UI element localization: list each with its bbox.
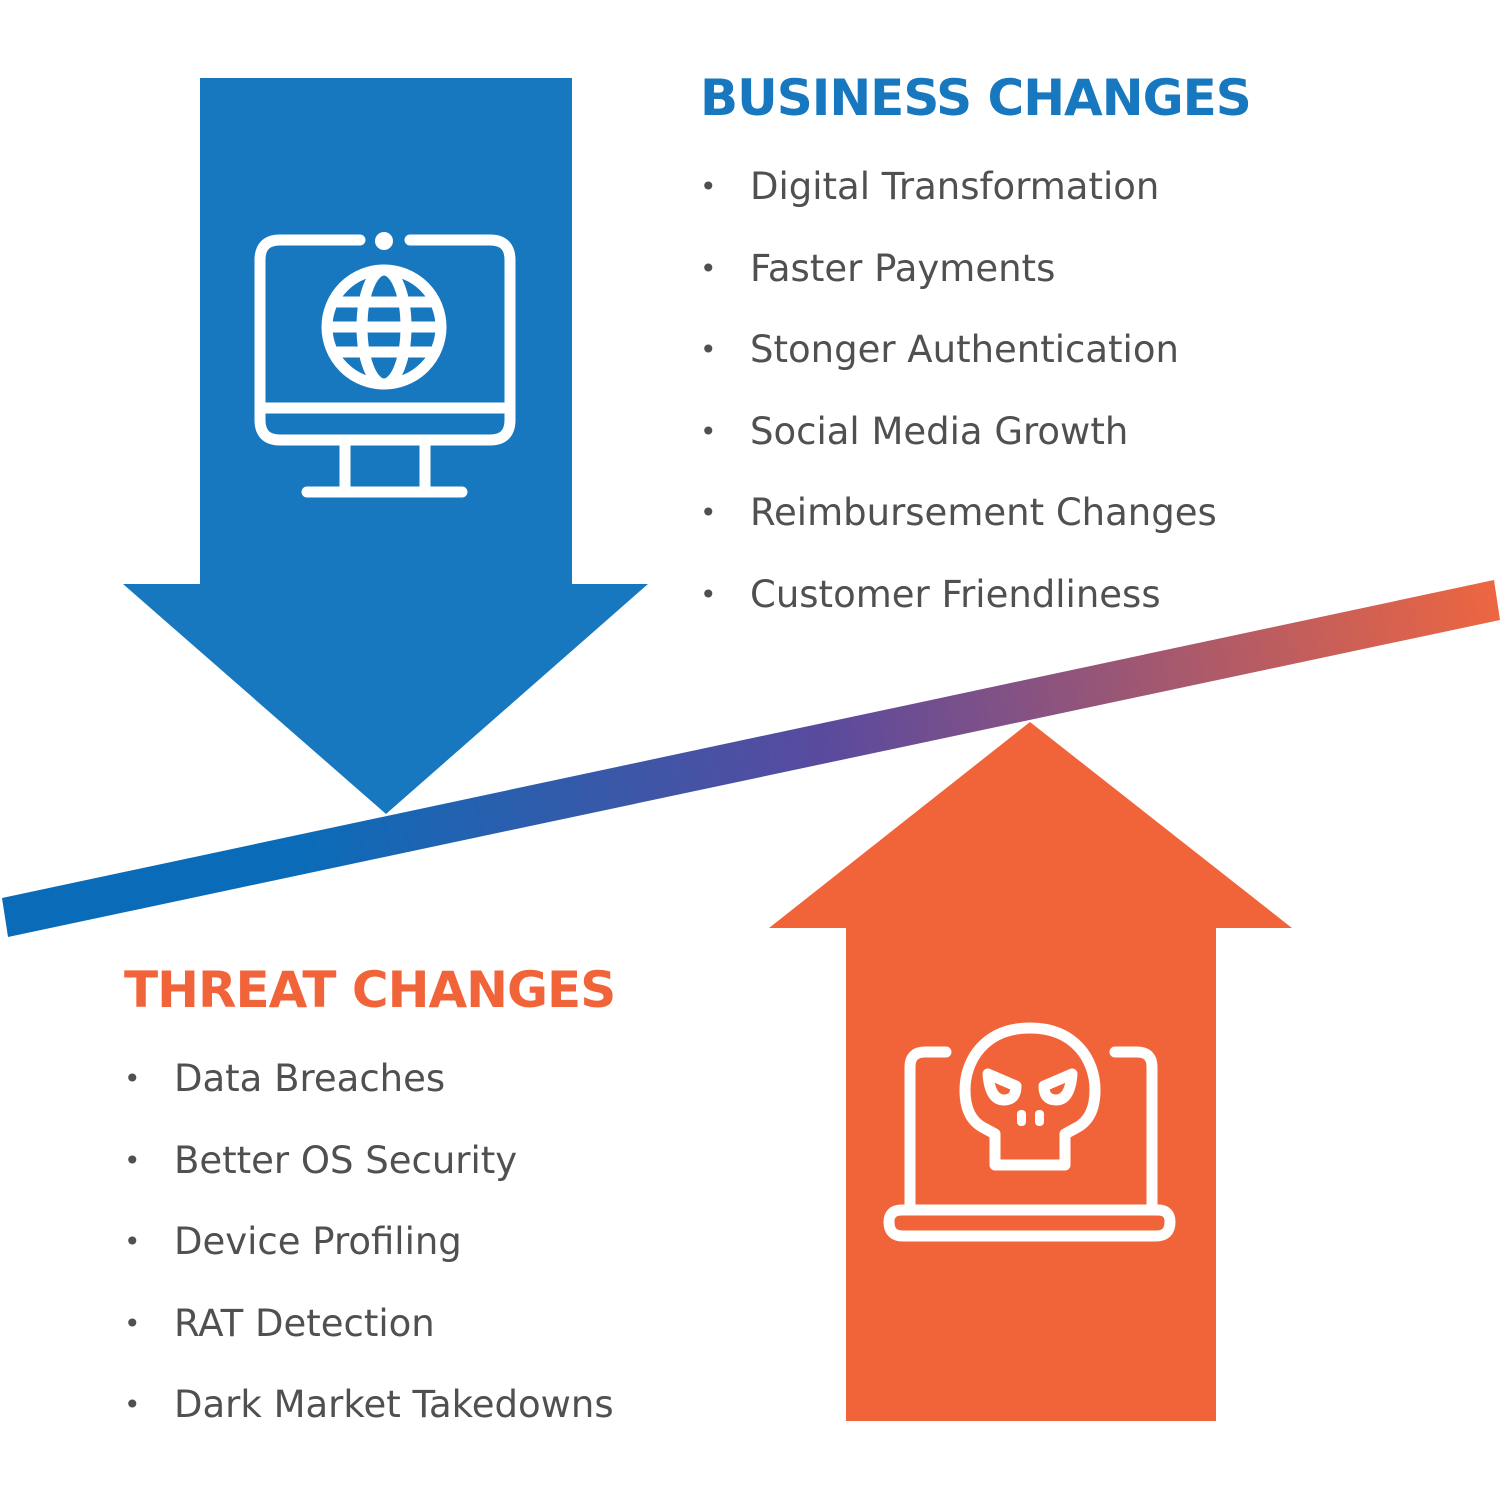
bullet-icon: •	[124, 1062, 141, 1095]
bullet-icon: •	[124, 1388, 141, 1421]
monitor-camera-dot	[375, 232, 393, 250]
threat-list-item: • Dark Market Takedowns	[124, 1380, 614, 1462]
threat-changes-heading: THREAT CHANGES	[124, 961, 616, 1019]
business-list-item: • Reimbursement Changes	[700, 488, 1217, 570]
threat-item-label: Better OS Security	[174, 1138, 518, 1182]
business-list-item: • Customer Friendliness	[700, 570, 1217, 652]
bullet-icon: •	[700, 251, 717, 285]
business-list-item: • Digital Transformation	[700, 162, 1217, 244]
bullet-icon: •	[124, 1225, 141, 1258]
business-down-arrow	[123, 78, 648, 814]
business-item-label: Reimbursement Changes	[750, 491, 1217, 534]
monitor-globe-icon	[254, 234, 516, 498]
threat-list-item: • Device Profiling	[124, 1217, 614, 1299]
bullet-icon: •	[700, 170, 717, 203]
skull-teeth	[1017, 1110, 1044, 1126]
threat-item-label: Dark Market Takedowns	[174, 1383, 614, 1426]
threat-changes-list: • Data Breaches • Better OS Security • Device…	[124, 1054, 614, 1462]
threat-item-label: Device Profiling	[174, 1220, 462, 1263]
threat-item-label: RAT Detection	[174, 1301, 435, 1345]
business-changes-list: •Digital Transformation•Faster Payments•…	[700, 162, 1217, 651]
business-list-item: • Stonger Authentication	[700, 325, 1217, 407]
business-item-label: Stonger Authentication	[750, 328, 1179, 371]
threat-up-arrow	[769, 722, 1292, 1421]
bullet-icon: •	[124, 1143, 141, 1177]
business-item-label: Digital Transformation	[750, 165, 1160, 208]
threat-item-label: Data Breaches	[174, 1057, 446, 1100]
business-item-label: Social Media Growth	[750, 409, 1129, 453]
bullet-icon: •	[124, 1306, 141, 1340]
threat-list-item: • Data Breaches	[124, 1054, 614, 1136]
laptop-skull-icon	[883, 1022, 1176, 1242]
threat-list-item: • RAT Detection	[124, 1299, 614, 1381]
bullet-icon: •	[700, 333, 717, 366]
business-item-label: Customer Friendliness	[750, 572, 1161, 616]
balance-beam	[2, 580, 1500, 937]
business-changes-heading: BUSINESS CHANGES	[700, 69, 1252, 127]
bullet-icon: •	[700, 496, 717, 529]
bullet-icon: •	[700, 577, 717, 611]
bullet-icon: •	[700, 414, 717, 448]
business-list-item: • Faster Payments	[700, 244, 1217, 326]
business-list-item: • Social Media Growth	[700, 407, 1217, 489]
threat-list-item: • Better OS Security	[124, 1136, 614, 1218]
business-item-label: Faster Payments	[750, 246, 1056, 290]
